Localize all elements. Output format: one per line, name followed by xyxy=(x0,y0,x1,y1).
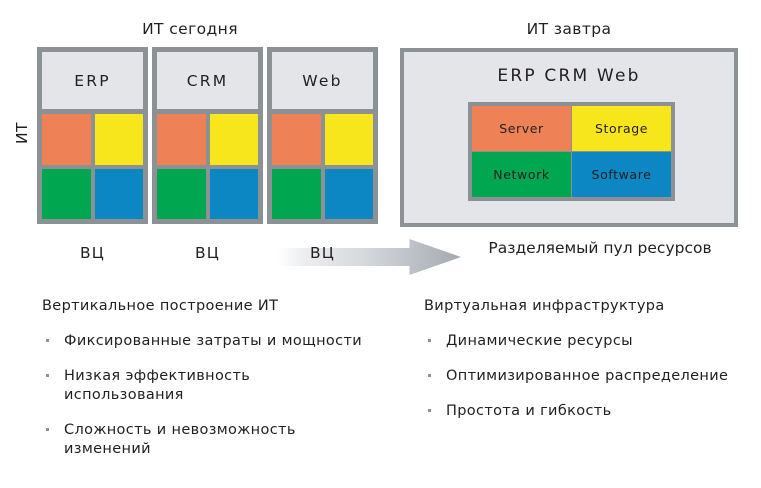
left-bullet-text-1: Фиксированные затраты и мощности xyxy=(64,333,363,349)
bullet-dot-icon xyxy=(428,409,431,412)
right-bullet-item-2: Оптимизированное распределение xyxy=(424,367,744,386)
shared-pool-panel: ERP CRM Web Server Storage Network Softw… xyxy=(400,48,738,227)
right-bullet-heading: Виртуальная инфраструктура xyxy=(424,298,665,314)
it-axis-label: ИТ xyxy=(13,121,31,145)
bullet-dot-icon xyxy=(46,374,49,377)
silo-crm: CRM xyxy=(152,47,263,224)
pool-cell-network: Network xyxy=(472,152,571,197)
bullet-dot-icon xyxy=(46,428,49,431)
silo-web: Web xyxy=(267,47,378,224)
silo-web-datacenter-label: ВЦ xyxy=(309,244,336,262)
shared-pool-resource-grid: Server Storage Network Software xyxy=(472,106,671,197)
right-bullet-text-2: Оптимизированное распределение xyxy=(446,368,729,384)
bullet-dot-icon xyxy=(46,339,49,342)
silo-erp-datacenter-label: ВЦ xyxy=(79,244,106,262)
silo-crm-cell-storage xyxy=(209,114,258,165)
silo-erp-app-label: ERP xyxy=(42,52,143,109)
right-panel-title: ИТ завтра xyxy=(526,20,612,38)
silo-erp: ERP xyxy=(37,47,148,224)
silo-crm-cell-network xyxy=(157,168,206,219)
right-bullet-text-3: Простота и гибкость xyxy=(446,403,612,419)
right-bullet-item-3: Простота и гибкость xyxy=(424,402,744,421)
silo-erp-cell-storage xyxy=(94,114,143,165)
silo-crm-app-label: CRM xyxy=(157,52,258,109)
right-bullet-text-1: Динамические ресурсы xyxy=(446,333,633,349)
silo-crm-cell-software xyxy=(209,168,258,219)
left-panel-title: ИТ сегодня xyxy=(142,20,238,38)
left-bullet-item-3: Сложность и невозможность изменений xyxy=(42,421,372,459)
pool-cell-storage: Storage xyxy=(572,106,671,151)
right-bullet-item-1: Динамические ресурсы xyxy=(424,332,744,351)
silo-web-app-label: Web xyxy=(272,52,373,109)
left-bullet-text-3: Сложность и невозможность изменений xyxy=(64,422,296,457)
shared-pool-caption: Разделяемый пул ресурсов xyxy=(488,239,712,257)
bullet-dot-icon xyxy=(428,339,431,342)
pool-cell-server: Server xyxy=(472,106,571,151)
left-bullet-heading: Вертикальное построение ИТ xyxy=(42,298,279,314)
silo-web-cell-server xyxy=(272,114,321,165)
silo-crm-resource-grid xyxy=(157,114,258,219)
pool-cell-software: Software xyxy=(572,152,671,197)
silo-crm-cell-server xyxy=(157,114,206,165)
silo-erp-resource-grid xyxy=(42,114,143,219)
left-bullet-text-2: Низкая эффективность использования xyxy=(64,368,251,403)
left-bullet-item-2: Низкая эффективность использования xyxy=(42,367,372,405)
left-bullet-list: Вертикальное построение ИТ Фиксированные… xyxy=(42,298,372,475)
silo-erp-cell-network xyxy=(42,168,91,219)
silo-web-cell-storage xyxy=(324,114,373,165)
right-bullet-list: Виртуальная инфраструктура Динамические … xyxy=(424,298,744,437)
silo-web-cell-software xyxy=(324,168,373,219)
silo-crm-datacenter-label: ВЦ xyxy=(194,244,221,262)
bullet-dot-icon xyxy=(428,374,431,377)
silo-erp-cell-server xyxy=(42,114,91,165)
left-bullet-item-1: Фиксированные затраты и мощности xyxy=(42,332,372,351)
shared-pool-inner: ERP CRM Web Server Storage Network Softw… xyxy=(404,52,734,223)
silo-erp-cell-software xyxy=(94,168,143,219)
silo-web-cell-network xyxy=(272,168,321,219)
silo-web-resource-grid xyxy=(272,114,373,219)
shared-pool-apps-label: ERP CRM Web xyxy=(497,66,641,86)
shared-pool-grid-frame: Server Storage Network Software xyxy=(468,102,675,201)
